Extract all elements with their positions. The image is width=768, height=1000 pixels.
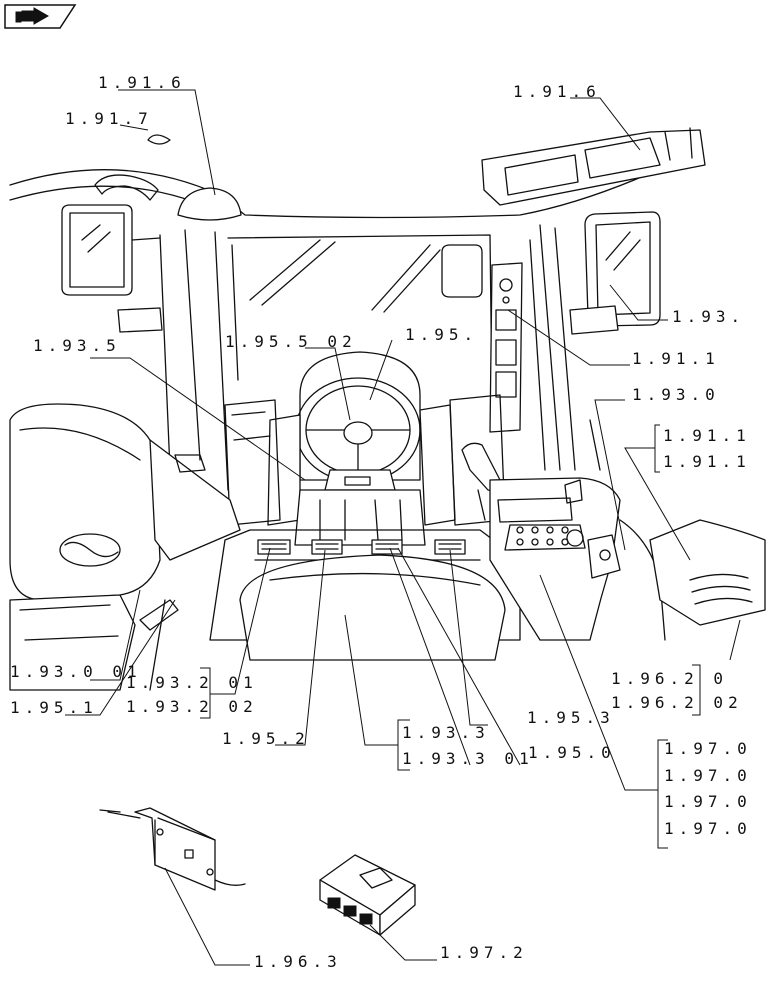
ref-label: 1.97.0 xyxy=(664,792,752,811)
ref-label: 1.93.5 xyxy=(33,336,121,355)
ref-label: 1.91.1 xyxy=(663,426,751,445)
ref-label: 1.96.2 0 xyxy=(611,669,728,688)
ref-label: 1.96.3 xyxy=(254,952,342,971)
ref-label: 1.95.2 xyxy=(222,729,310,748)
ref-label: 1.93. xyxy=(672,307,745,326)
ref-label: 1.93.3 xyxy=(402,723,490,742)
ref-label: 1.93.3 01 xyxy=(402,749,534,768)
reference-labels: 1.91.6 1.91.7 1.91.6 1.93. 1.93.5 1.95.5… xyxy=(10,73,752,971)
ref-label: 1.91.7 xyxy=(65,109,153,128)
ref-label: 1.93.2 02 xyxy=(126,697,258,716)
ref-label: 1.91.6 xyxy=(98,73,186,92)
ref-label: 1.95.3 xyxy=(527,708,615,727)
ref-label: 1.91.1 xyxy=(632,349,720,368)
ref-label: 1.91.1 xyxy=(663,452,751,471)
ref-label: 1.97.2 xyxy=(440,943,528,962)
ref-label: 1.91.6 xyxy=(513,82,601,101)
ref-label: 1.97.0 xyxy=(664,819,752,838)
ref-label: 1.95. xyxy=(405,325,478,344)
ref-label: 1.95.5 02 xyxy=(225,332,357,351)
ref-label: 1.97.0 xyxy=(664,739,752,758)
ref-label: 1.95.1 xyxy=(10,698,98,717)
cab-illustration xyxy=(9,127,766,936)
ref-label: 1.93.0 xyxy=(632,385,720,404)
next-page-arrow-icon xyxy=(15,7,50,25)
next-page-button[interactable] xyxy=(4,4,77,29)
ref-label: 1.93.0 01 xyxy=(10,662,142,681)
ref-label: 1.97.0 xyxy=(664,766,752,785)
leader-lines xyxy=(65,89,741,966)
ref-label: 1.96.2 02 xyxy=(611,693,743,712)
ref-label: 1.95.0 xyxy=(528,743,616,762)
ref-label: 1.93.2 01 xyxy=(126,673,258,692)
